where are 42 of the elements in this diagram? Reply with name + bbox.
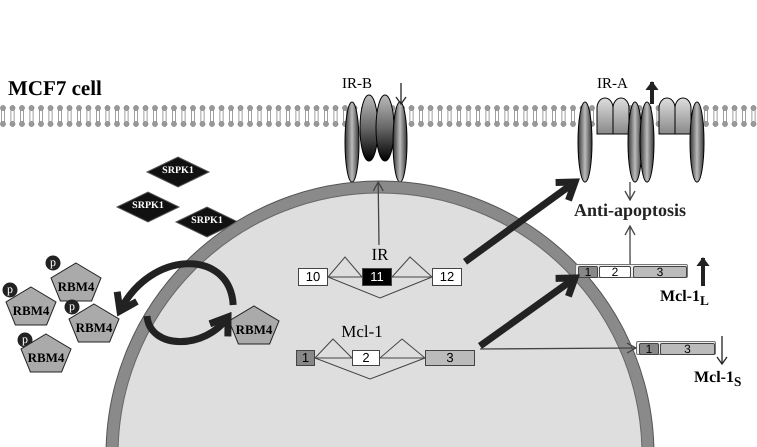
arrow (624, 225, 636, 264)
exon-block: 12 (432, 268, 462, 286)
splice-line (314, 338, 352, 358)
cell-line-title: MCF7 cell (8, 76, 102, 101)
exon-block: 10 (298, 268, 328, 286)
exon-block: 11 (362, 268, 392, 286)
splice-line (392, 256, 432, 278)
exon-block: 3 (425, 350, 475, 366)
transcript-bar (636, 341, 716, 355)
phosphate-circle: p (45, 255, 61, 271)
splice-line (392, 276, 432, 278)
gene-label: Mcl-1 (341, 322, 383, 342)
kinase-diamond: SRPK1 (116, 191, 180, 223)
receptor-label: IR-B (342, 76, 372, 93)
arrow (478, 274, 578, 349)
splice-line (328, 276, 432, 299)
phosphate-circle: p (2, 282, 18, 298)
transcript-bar (575, 264, 688, 278)
arrow (624, 182, 636, 201)
exon-block: 2 (352, 350, 380, 366)
phosphate-circle: p (64, 299, 80, 315)
splice-line (314, 358, 426, 380)
isoform-label: Mcl-1$_{S}$ (694, 369, 742, 390)
exon-block: 1 (639, 343, 659, 355)
exon-block: 1 (578, 266, 598, 278)
outcome-label: Anti-apoptosis (555, 200, 705, 226)
kinase-diamond: SRPK1 (146, 156, 210, 188)
receptor-label: IR-A (597, 76, 628, 93)
exon-block: 1 (296, 350, 315, 366)
splice-line (380, 338, 426, 358)
exon-block: 2 (599, 266, 631, 278)
exon-block: 3 (660, 343, 715, 355)
curved-arrow (144, 314, 232, 346)
arrow (480, 342, 637, 354)
splice-line (328, 276, 362, 278)
arrow (372, 181, 384, 245)
gene-label: IR (372, 245, 388, 265)
exon-block: 3 (633, 266, 687, 278)
arrow (462, 178, 578, 265)
curved-arrow (115, 260, 237, 314)
splice-line (328, 256, 362, 278)
isoform-label: Mcl-1$_{L}$ (660, 288, 709, 310)
